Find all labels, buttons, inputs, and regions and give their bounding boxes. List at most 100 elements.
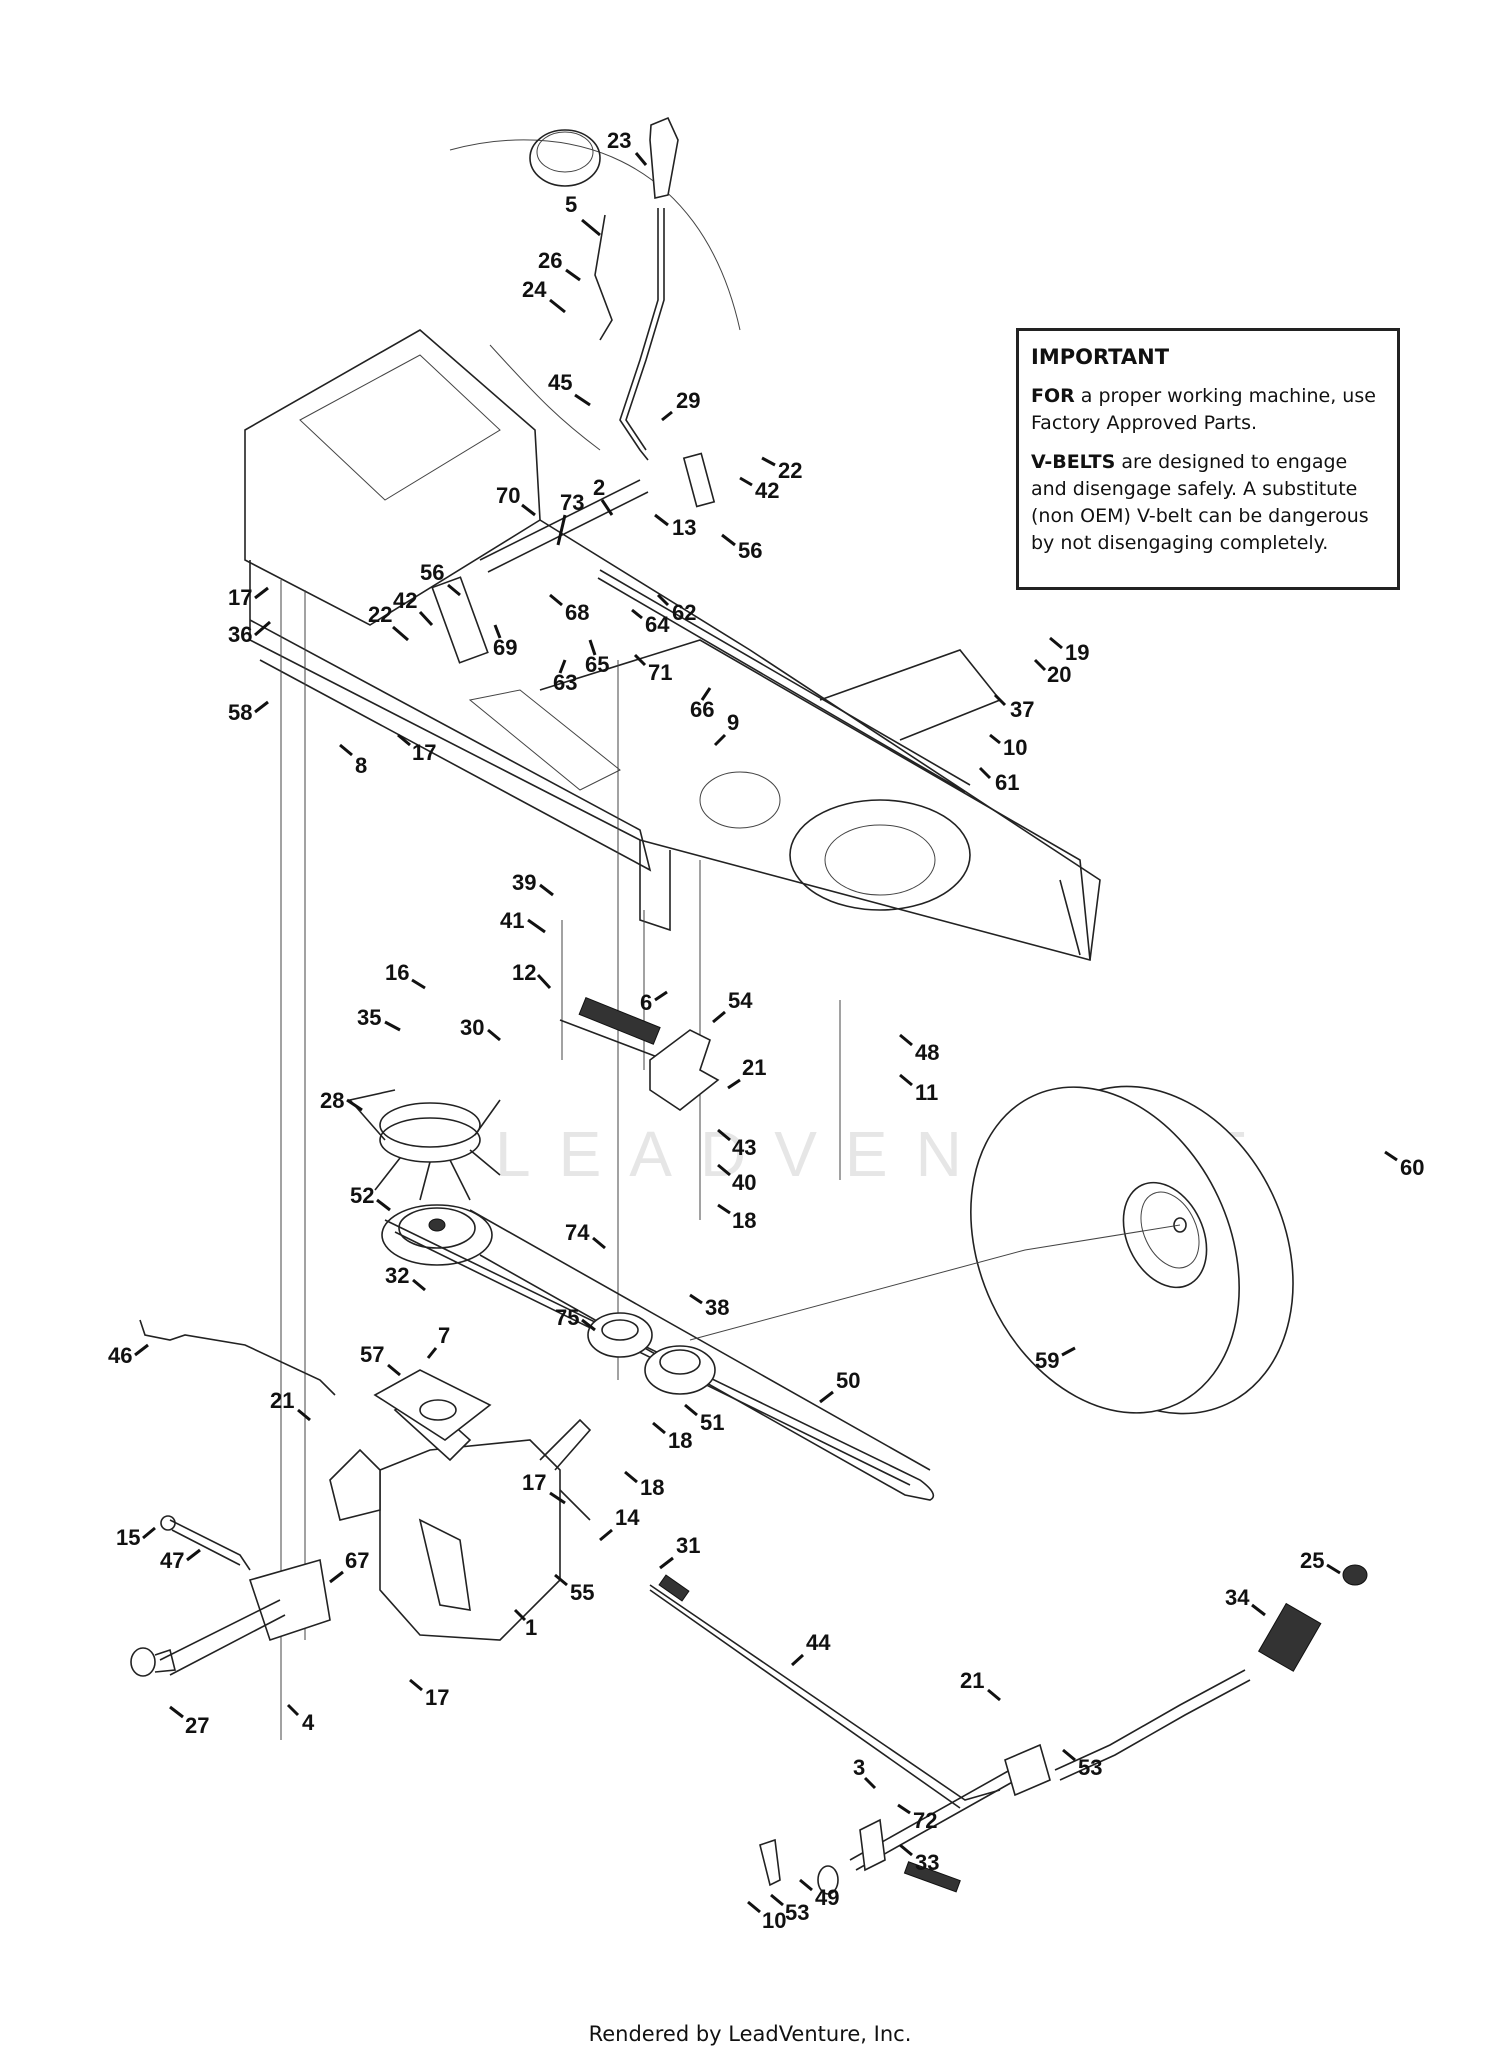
- callout-31[interactable]: 31: [676, 1533, 700, 1558]
- callout-65[interactable]: 65: [585, 652, 609, 677]
- callout-53b[interactable]: 53: [785, 1900, 809, 1925]
- callout-27[interactable]: 27: [185, 1713, 209, 1738]
- callout-51[interactable]: 51: [700, 1410, 724, 1435]
- callout-25[interactable]: 25: [1300, 1548, 1324, 1573]
- callout-36[interactable]: 36: [228, 622, 252, 647]
- cooling-fan: [348, 1089, 501, 1201]
- callout-5[interactable]: 5: [565, 192, 577, 217]
- callout-35[interactable]: 35: [357, 1005, 381, 1030]
- fender-outline: [449, 129, 741, 451]
- callout-70[interactable]: 70: [496, 483, 520, 508]
- callout-21a[interactable]: 21: [742, 1055, 766, 1080]
- callout-62[interactable]: 62: [672, 600, 696, 625]
- callout-60[interactable]: 60: [1400, 1155, 1424, 1180]
- callout-4[interactable]: 4: [302, 1710, 315, 1735]
- callout-48[interactable]: 48: [915, 1040, 939, 1065]
- callout-72[interactable]: 72: [913, 1808, 937, 1833]
- callout-30[interactable]: 30: [460, 1015, 484, 1040]
- callout-11[interactable]: 11: [915, 1080, 938, 1105]
- callout-38[interactable]: 38: [705, 1295, 729, 1320]
- callout-17d[interactable]: 17: [425, 1685, 449, 1710]
- callout-71[interactable]: 71: [648, 660, 672, 685]
- important-para-v-belts: V-BELTS are designed to engage and disen…: [1031, 449, 1385, 557]
- callout-66[interactable]: 66: [690, 697, 714, 722]
- important-heading: IMPORTANT: [1031, 345, 1170, 369]
- callout-26[interactable]: 26: [538, 248, 562, 273]
- callout-44[interactable]: 44: [806, 1630, 831, 1655]
- callout-29[interactable]: 29: [676, 388, 700, 413]
- steering-shaft: [431, 452, 716, 664]
- callout-13[interactable]: 13: [672, 515, 696, 540]
- callout-10b[interactable]: 10: [762, 1908, 786, 1933]
- leader-lines: [280, 580, 841, 1740]
- callout-41[interactable]: 41: [500, 908, 524, 933]
- callout-12[interactable]: 12: [512, 960, 536, 985]
- callout-69[interactable]: 69: [493, 635, 517, 660]
- important-para1-bold: FOR: [1031, 385, 1075, 407]
- callout-18a[interactable]: 18: [732, 1208, 756, 1233]
- callout-23[interactable]: 23: [607, 128, 631, 153]
- callout-56a[interactable]: 56: [738, 538, 762, 563]
- callout-22a[interactable]: 22: [778, 458, 802, 483]
- callout-58[interactable]: 58: [228, 700, 252, 725]
- callout-61[interactable]: 61: [995, 770, 1019, 795]
- tie-rod: [597, 569, 971, 793]
- callout-32[interactable]: 32: [385, 1263, 409, 1288]
- important-para2-bold: V-BELTS: [1031, 451, 1116, 473]
- callout-49[interactable]: 49: [815, 1885, 839, 1910]
- callout-1[interactable]: 1: [525, 1615, 537, 1640]
- callout-19[interactable]: 19: [1065, 640, 1089, 665]
- callout-28[interactable]: 28: [320, 1088, 344, 1113]
- callout-43[interactable]: 43: [732, 1135, 756, 1160]
- callout-50[interactable]: 50: [836, 1368, 860, 1393]
- callout-59[interactable]: 59: [1035, 1348, 1059, 1373]
- shift-lever-assembly: [594, 116, 679, 461]
- callout-3[interactable]: 3: [853, 1755, 865, 1780]
- callout-57[interactable]: 57: [360, 1342, 384, 1367]
- callout-16[interactable]: 16: [385, 960, 409, 985]
- callout-47[interactable]: 47: [160, 1548, 184, 1573]
- callout-6[interactable]: 6: [640, 990, 652, 1015]
- callout-2[interactable]: 2: [593, 475, 605, 500]
- callout-56b[interactable]: 56: [420, 560, 444, 585]
- callout-18c[interactable]: 18: [640, 1475, 664, 1500]
- callout-20[interactable]: 20: [1047, 662, 1071, 687]
- callout-17a[interactable]: 17: [228, 585, 252, 610]
- callout-46[interactable]: 46: [108, 1343, 132, 1368]
- callout-45[interactable]: 45: [548, 370, 572, 395]
- callout-55[interactable]: 55: [570, 1580, 594, 1605]
- callout-15[interactable]: 15: [116, 1525, 140, 1550]
- callout-63[interactable]: 63: [553, 670, 577, 695]
- callout-21c[interactable]: 21: [960, 1668, 984, 1693]
- callout-7[interactable]: 7: [438, 1323, 450, 1348]
- callout-8[interactable]: 8: [355, 753, 367, 778]
- callout-73[interactable]: 73: [560, 490, 584, 515]
- callout-labels: 23 5 26 24 45 29 22 42 2 70 73 13 56 17 …: [108, 128, 1424, 1933]
- callout-75[interactable]: 75: [555, 1305, 579, 1330]
- callout-24[interactable]: 24: [522, 277, 547, 302]
- callout-54[interactable]: 54: [728, 988, 753, 1013]
- callout-22b[interactable]: 22: [368, 602, 392, 627]
- callout-14[interactable]: 14: [615, 1505, 640, 1530]
- callout-34[interactable]: 34: [1225, 1585, 1250, 1610]
- callout-37[interactable]: 37: [1010, 697, 1034, 722]
- callout-68[interactable]: 68: [565, 600, 589, 625]
- callout-53a[interactable]: 53: [1078, 1755, 1102, 1780]
- callout-42a[interactable]: 42: [755, 478, 779, 503]
- callout-42b[interactable]: 42: [393, 588, 417, 613]
- callout-17c[interactable]: 17: [522, 1470, 546, 1495]
- callout-64[interactable]: 64: [645, 612, 670, 637]
- callout-17b[interactable]: 17: [412, 740, 436, 765]
- callout-40[interactable]: 40: [732, 1170, 756, 1195]
- callout-9[interactable]: 9: [727, 710, 739, 735]
- callout-67[interactable]: 67: [345, 1548, 369, 1573]
- callout-21b[interactable]: 21: [270, 1388, 294, 1413]
- callout-52[interactable]: 52: [350, 1183, 374, 1208]
- callout-74[interactable]: 74: [565, 1220, 590, 1245]
- callout-33[interactable]: 33: [915, 1850, 939, 1875]
- callout-39[interactable]: 39: [512, 870, 536, 895]
- important-para-factory-parts: FOR a proper working machine, use Factor…: [1031, 383, 1385, 437]
- callout-18b[interactable]: 18: [668, 1428, 692, 1453]
- callout-10a[interactable]: 10: [1003, 735, 1027, 760]
